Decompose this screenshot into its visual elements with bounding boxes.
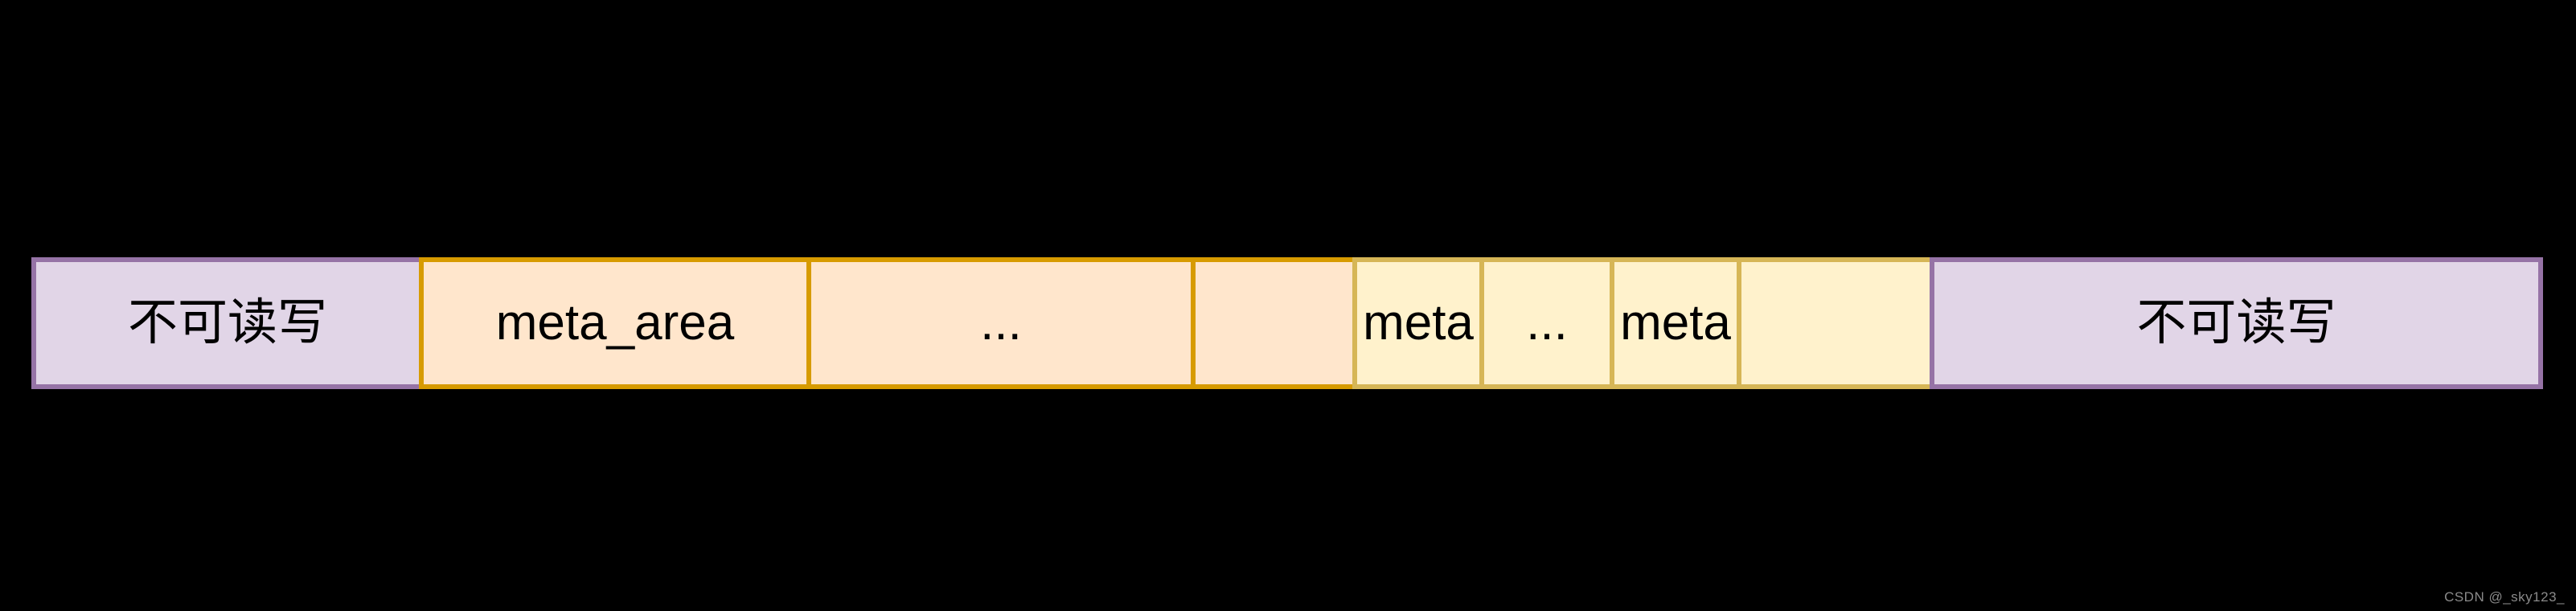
segment-meta-area-ellipsis: ...: [806, 257, 1191, 389]
segment-noaccess-right: 不可读写: [1930, 257, 2543, 389]
memory-layout-bar: 不可读写 meta_area ... meta ... meta 不可读写: [31, 257, 2543, 389]
segment-meta-area-tail: [1191, 257, 1352, 389]
segment-meta-2: meta: [1610, 257, 1737, 389]
segment-label: ...: [1526, 294, 1568, 351]
segment-label: meta: [1620, 294, 1731, 351]
segment-label: meta_area: [495, 294, 735, 351]
segment-label: ...: [980, 294, 1022, 351]
segment-noaccess-left: 不可读写: [31, 257, 419, 389]
segment-label: meta: [1363, 294, 1474, 351]
csdn-watermark: CSDN @_sky123_: [2444, 589, 2565, 605]
segment-meta-ellipsis: ...: [1479, 257, 1610, 389]
segment-meta-tail: [1737, 257, 1930, 389]
segment-meta-area: meta_area: [419, 257, 806, 389]
segment-label: 不可读写: [127, 294, 327, 351]
segment-meta-1: meta: [1352, 257, 1479, 389]
segment-label: 不可读写: [2136, 294, 2336, 351]
